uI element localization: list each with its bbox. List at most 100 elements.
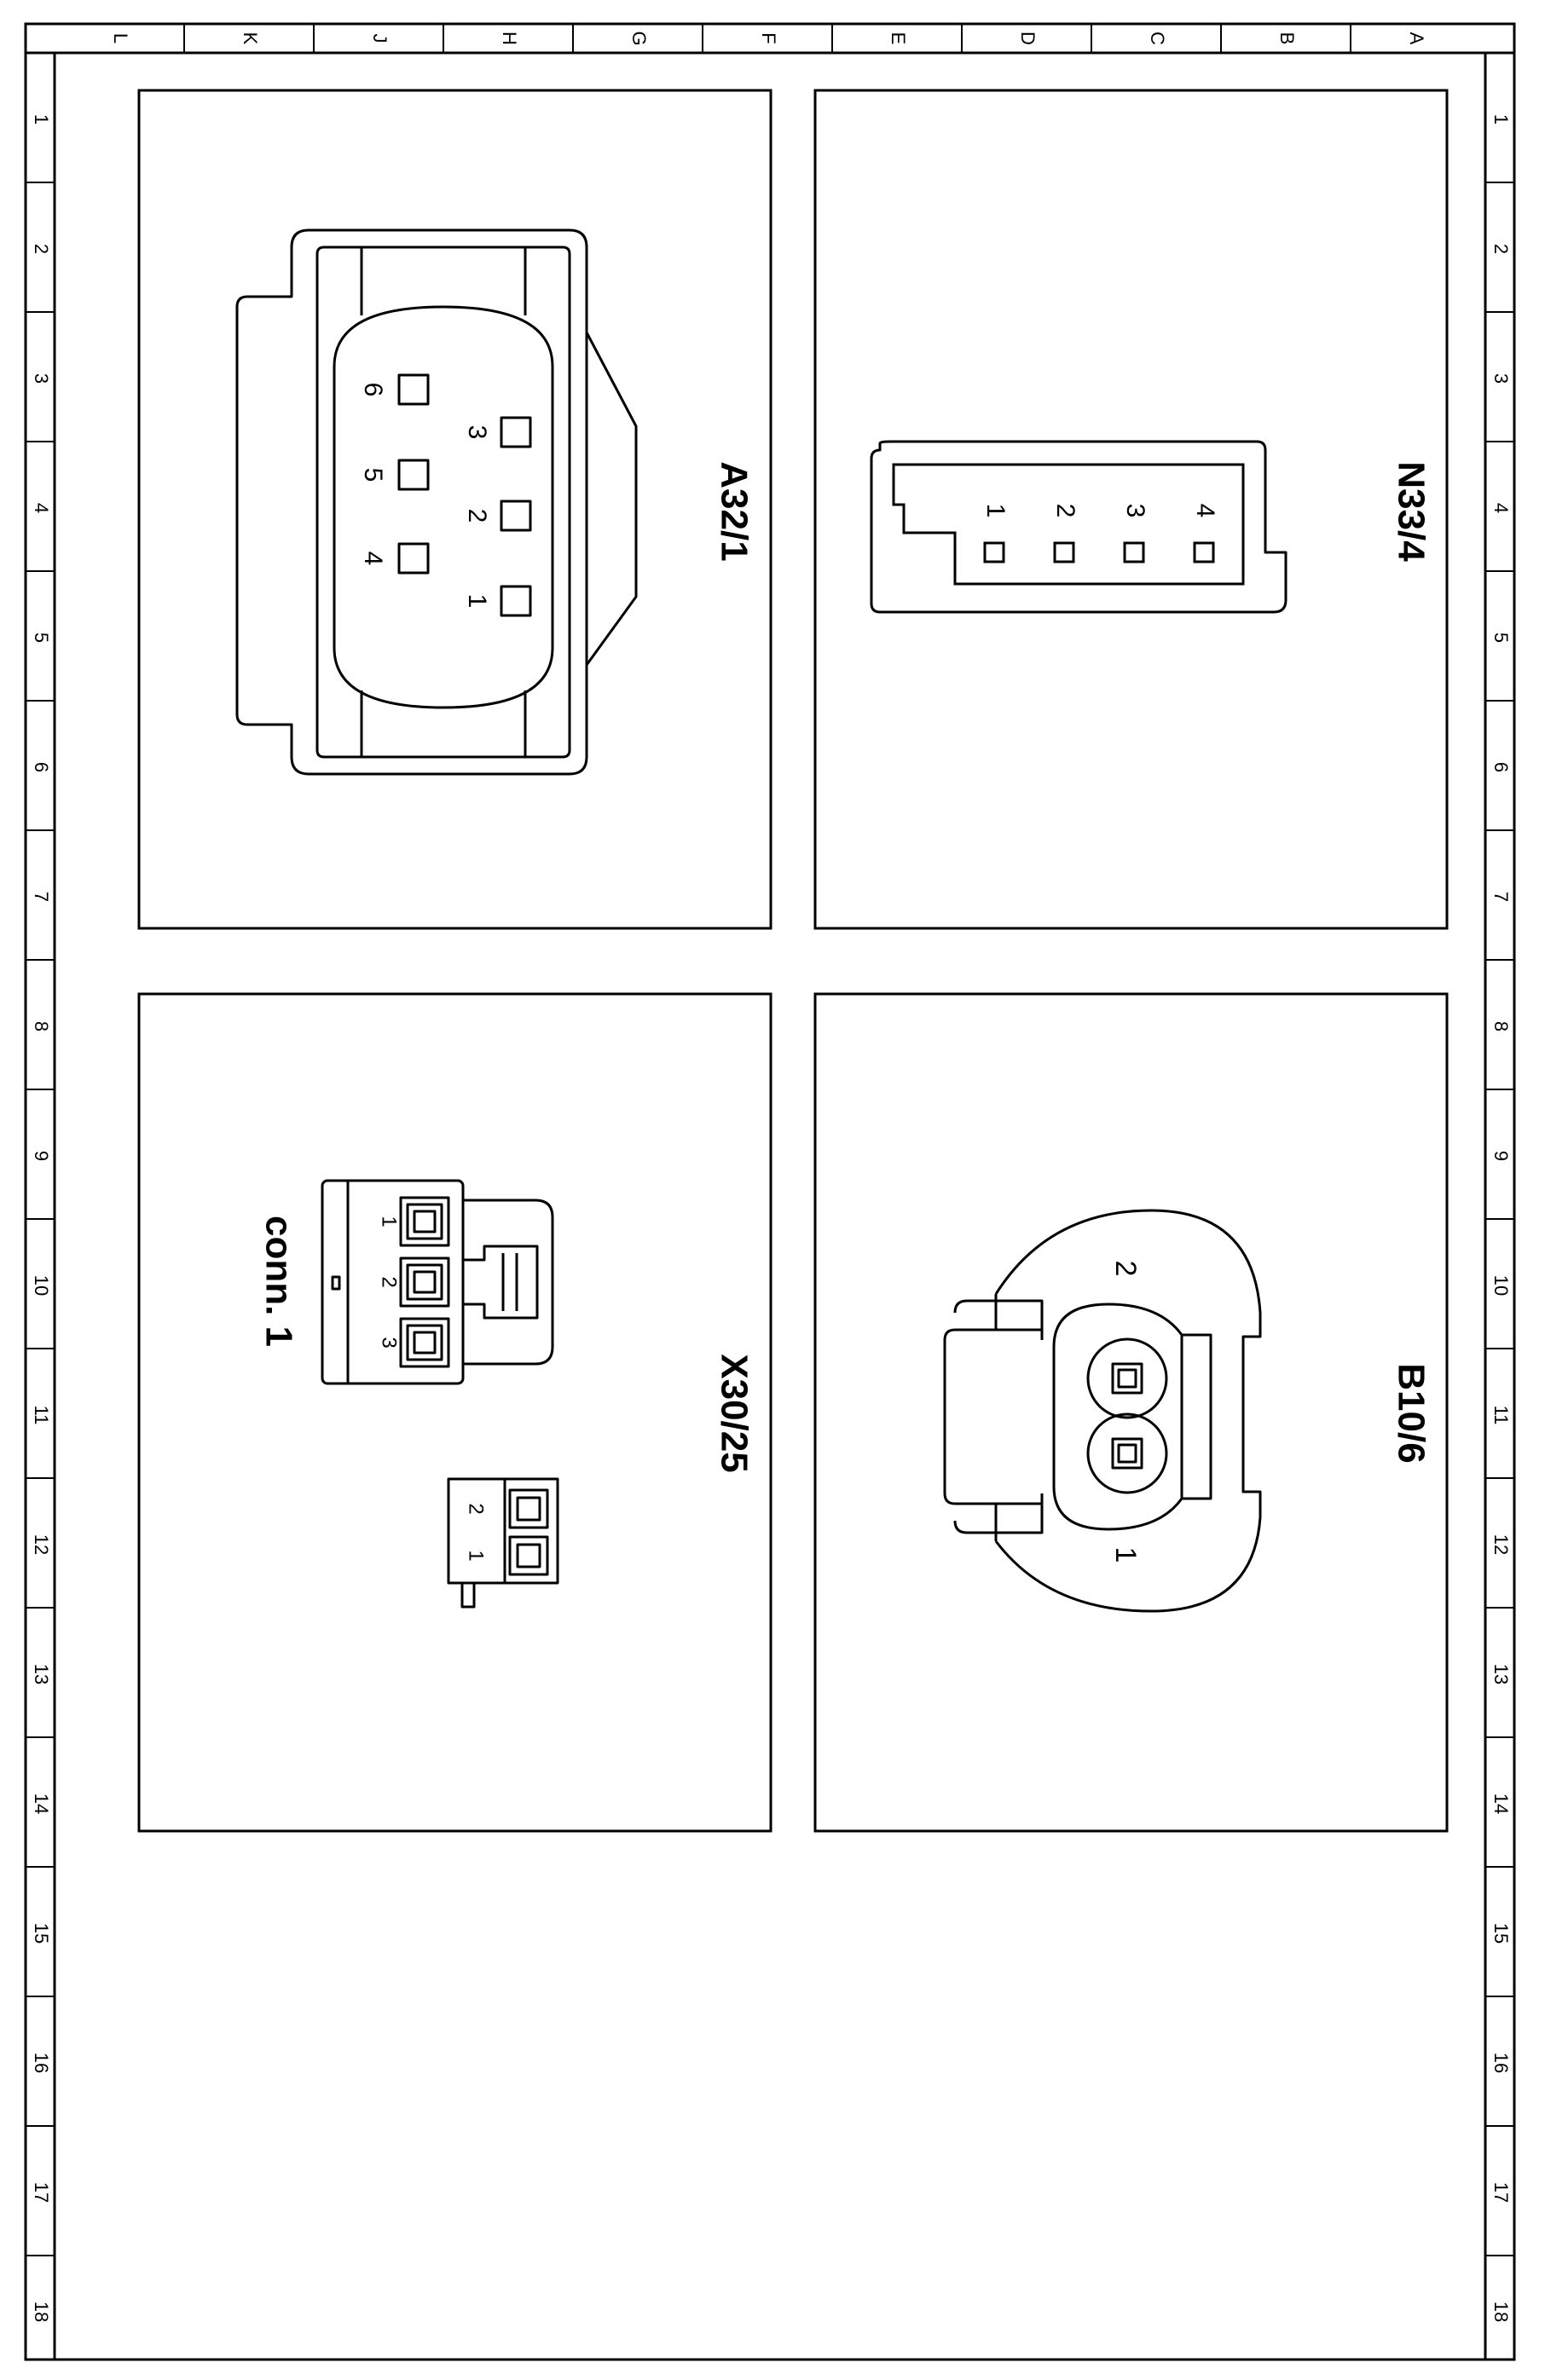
a32-1-pin-5-socket [397, 459, 430, 491]
row-label-right-17: 17 [1490, 2182, 1512, 2203]
a32-1-pin-label-4: 4 [359, 552, 387, 566]
a32-1-pin-label-2: 2 [463, 509, 491, 523]
drawing-frame [24, 22, 1516, 2361]
col-label-h: H [499, 32, 520, 45]
x30-25-conn1-pin-label-3: 3 [378, 1337, 401, 1348]
row-ticks [26, 182, 1514, 2256]
col-label-l: L [110, 33, 131, 43]
row-labels-right: 1 2 3 4 5 6 7 8 9 10 11 12 13 14 15 16 1… [1490, 114, 1512, 2322]
b10-6-pin-1-socket [1111, 1437, 1143, 1470]
connector-n33-4 [870, 440, 1288, 614]
col-label-g: G [628, 31, 650, 45]
a32-1-pin-label-6: 6 [359, 383, 387, 397]
row-label-left-5: 5 [31, 633, 52, 643]
connector-x30-25-conn2 [447, 1477, 559, 1609]
col-label-j: J [369, 34, 391, 43]
column-ticks [183, 24, 1351, 53]
b10-6-pin-label-2: 2 [1109, 1261, 1142, 1277]
column-labels: L K J H G F E D C B A [110, 31, 1427, 45]
n33-4-pin-label-3: 3 [1121, 504, 1149, 518]
a32-1-pin-label-5: 5 [359, 468, 387, 482]
row-label-right-10: 10 [1490, 1275, 1512, 1296]
row-label-left-1: 1 [31, 114, 52, 124]
row-label-right-8: 8 [1490, 1021, 1512, 1031]
row-label-left-11: 11 [31, 1406, 52, 1425]
n33-4-pin-label-4: 4 [1191, 504, 1219, 518]
a32-1-pin-3-socket [500, 416, 532, 448]
row-label-left-12: 12 [31, 1534, 52, 1555]
n33-4-pin-3-socket [1123, 541, 1145, 563]
x30-25-conn1-pin-3-socket [399, 1317, 450, 1368]
row-label-left-15: 15 [31, 1923, 52, 1944]
row-labels-left: 1 2 3 4 5 6 7 8 9 10 11 12 13 14 15 16 1… [31, 114, 52, 2322]
row-label-right-6: 6 [1490, 762, 1512, 772]
x30-25-conn1-pin-label-1: 1 [378, 1216, 401, 1227]
row-label-right-12: 12 [1490, 1534, 1512, 1555]
col-label-c: C [1147, 32, 1168, 45]
panel-title-x30-25: X30/25 [713, 1354, 755, 1472]
n33-4-pin-1-socket [983, 541, 1005, 563]
panel-b10-6: B10/6 2 1 [813, 992, 1449, 1833]
a32-1-pin-label-3: 3 [463, 425, 491, 440]
row-label-left-4: 4 [31, 503, 52, 513]
x30-25-conn2-pin-label-2: 2 [465, 1503, 488, 1514]
row-label-left-18: 18 [31, 2302, 52, 2322]
panel-n33-4: N33/4 1 2 3 4 [813, 89, 1449, 930]
row-label-right-3: 3 [1490, 373, 1512, 384]
x30-25-conn2-pin-2-socket [508, 1488, 549, 1529]
row-label-left-6: 6 [31, 762, 52, 772]
connector-b10-6 [943, 1209, 1262, 1613]
row-label-left-16: 16 [31, 2053, 52, 2073]
a32-1-pin-1-socket [500, 585, 532, 617]
panel-x30-25: X30/25 conn. 1 1 2 3 [137, 992, 772, 1833]
panel-a32-1: A32/1 1 2 3 4 5 6 [137, 89, 772, 930]
n33-4-pin-2-socket [1053, 541, 1075, 563]
col-label-e: E [888, 32, 909, 45]
col-label-f: F [758, 32, 779, 43]
row-label-left-2: 2 [31, 244, 52, 254]
col-label-a: A [1406, 32, 1427, 45]
row-label-left-8: 8 [31, 1021, 52, 1031]
b10-6-pin-label-1: 1 [1109, 1547, 1142, 1563]
conn1-label: conn. 1 [258, 1216, 299, 1347]
row-label-right-15: 15 [1490, 1923, 1512, 1944]
row-label-right-14: 14 [1490, 1794, 1512, 1814]
row-label-right-1: 1 [1490, 114, 1512, 124]
row-label-left-9: 9 [31, 1151, 52, 1161]
row-label-right-9: 9 [1490, 1151, 1512, 1161]
row-label-right-16: 16 [1490, 2053, 1512, 2073]
row-label-right-2: 2 [1490, 244, 1512, 254]
a32-1-pin-6-socket [397, 373, 430, 406]
a32-1-pin-label-1: 1 [463, 594, 491, 609]
col-label-d: D [1017, 32, 1039, 45]
a32-1-pin-2-socket [500, 500, 532, 532]
n33-4-pin-4-socket [1193, 541, 1215, 563]
x30-25-conn2-pin-1-socket [508, 1535, 549, 1576]
n33-4-pin-label-1: 1 [981, 504, 1010, 518]
a32-1-pin-4-socket [397, 542, 430, 575]
x30-25-conn1-pin-2-socket [399, 1256, 450, 1308]
row-label-right-5: 5 [1490, 633, 1512, 643]
row-label-right-13: 13 [1490, 1664, 1512, 1684]
row-label-right-18: 18 [1490, 2302, 1512, 2322]
row-label-right-11: 11 [1490, 1406, 1512, 1425]
x30-25-conn2-pin-label-1: 1 [465, 1550, 488, 1561]
col-label-k: K [240, 32, 261, 45]
b10-6-pin-2-socket [1111, 1362, 1143, 1395]
row-label-left-3: 3 [31, 373, 52, 384]
connector-x30-25-conn1 [321, 1179, 554, 1385]
row-label-right-7: 7 [1490, 892, 1512, 902]
connector-a32-1 [235, 228, 638, 776]
row-label-left-17: 17 [31, 2182, 52, 2203]
x30-25-conn1-pin-1-socket [399, 1196, 450, 1247]
panel-title-a32-1: A32/1 [713, 461, 755, 561]
row-label-left-14: 14 [31, 1794, 52, 1814]
col-label-b: B [1276, 32, 1298, 45]
panel-title-b10-6: B10/6 [1390, 1363, 1432, 1463]
row-label-left-7: 7 [31, 892, 52, 902]
panel-title-n33-4: N33/4 [1390, 461, 1432, 562]
n33-4-pin-label-2: 2 [1051, 504, 1079, 518]
row-label-right-4: 4 [1490, 503, 1512, 513]
row-label-left-13: 13 [31, 1664, 52, 1684]
